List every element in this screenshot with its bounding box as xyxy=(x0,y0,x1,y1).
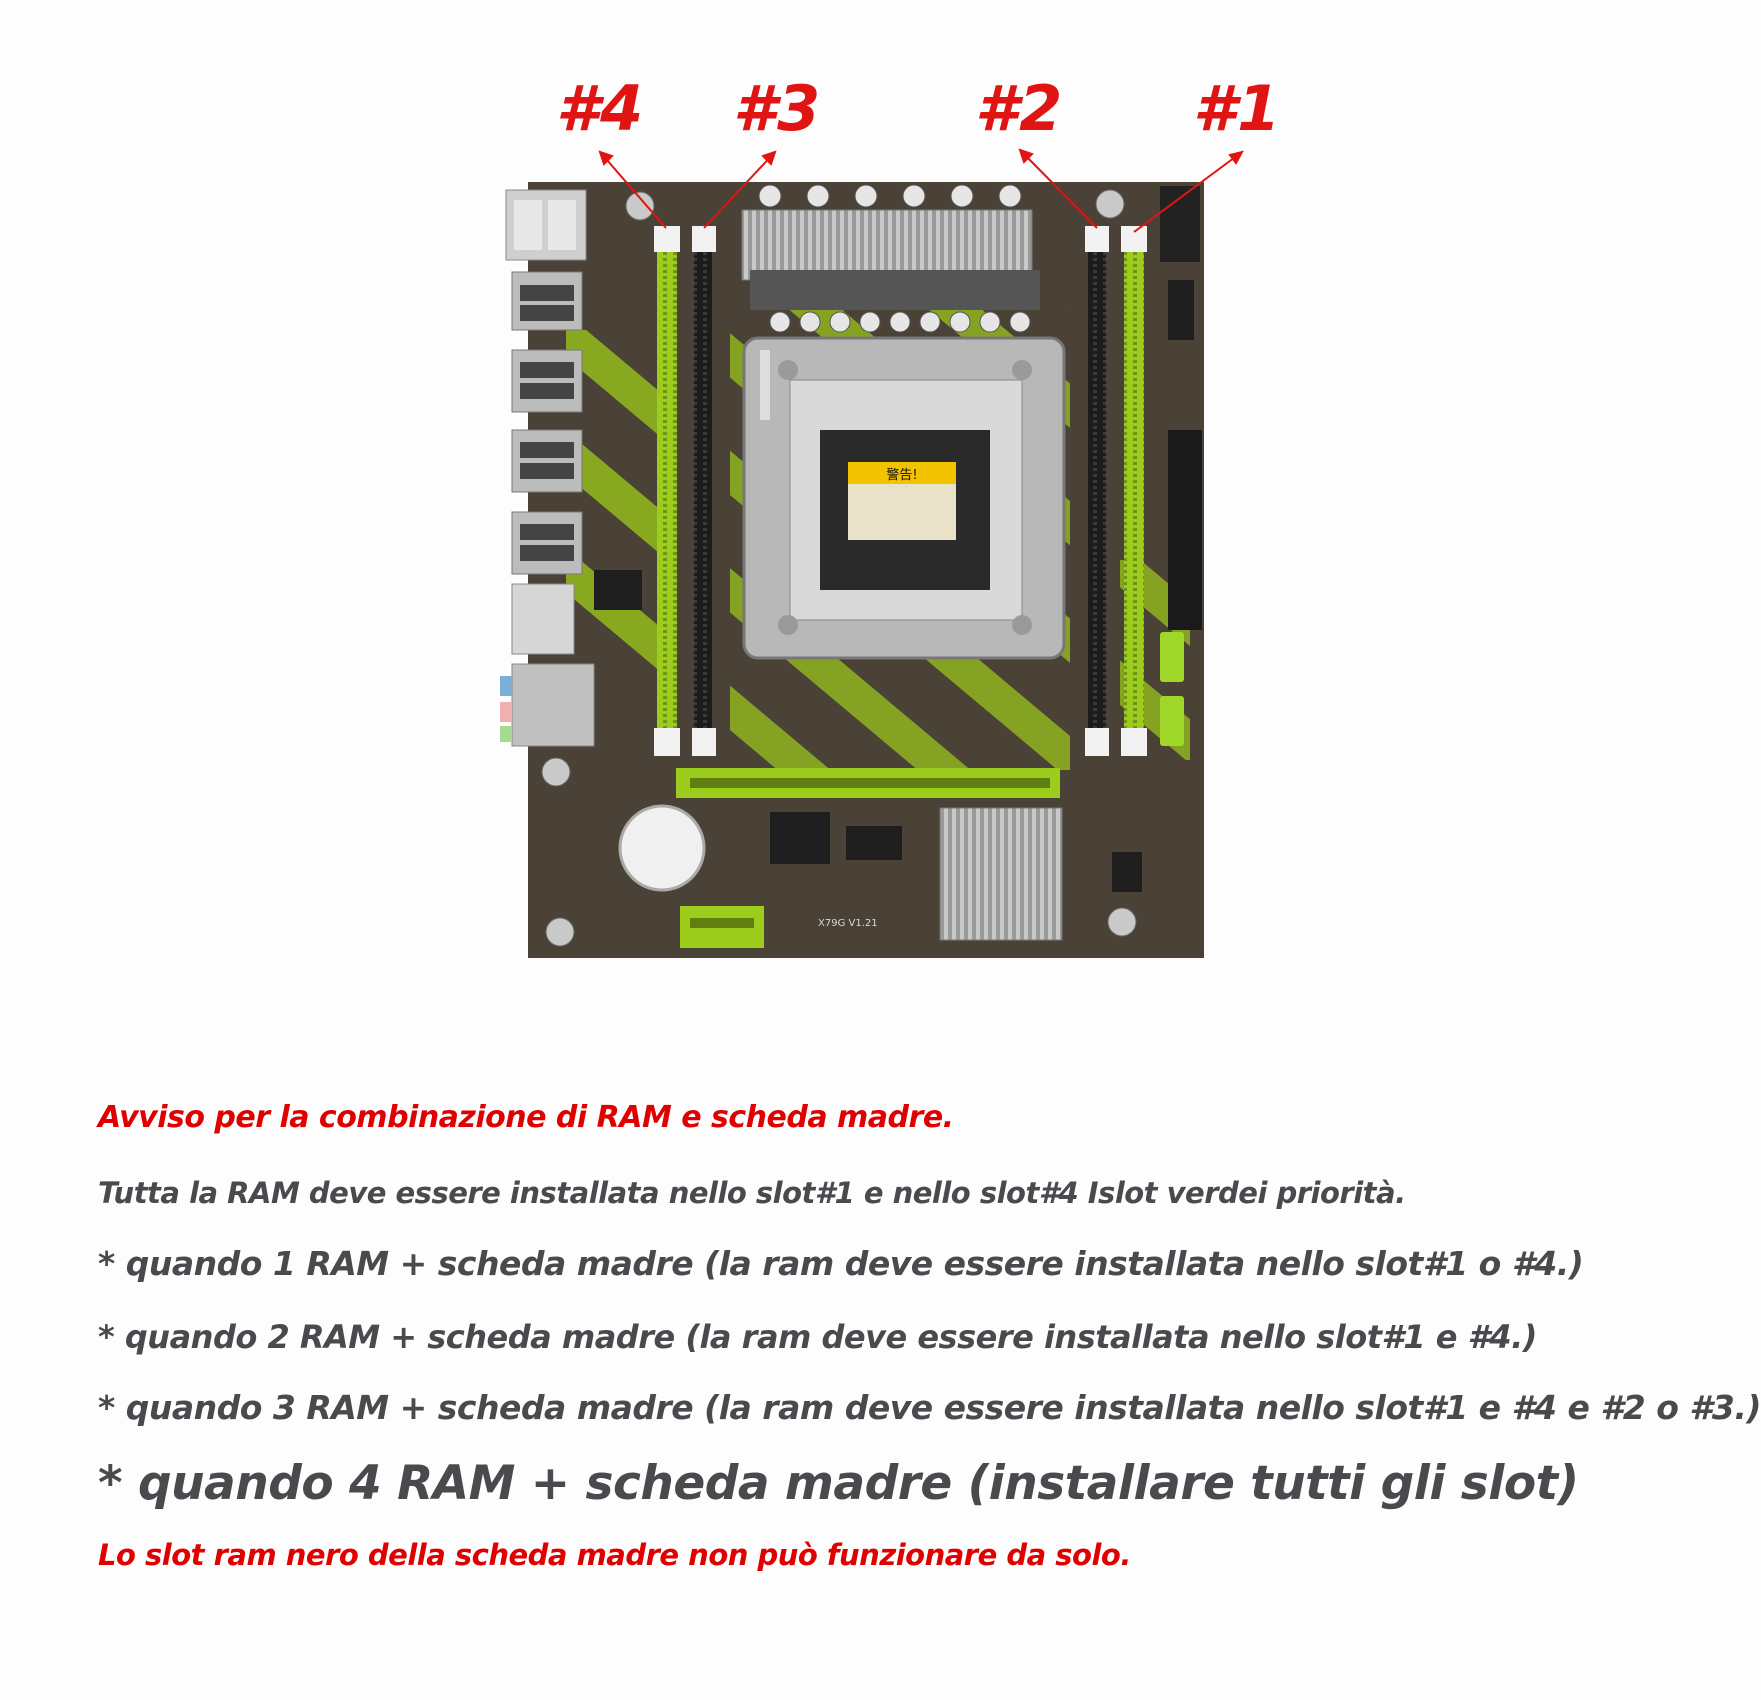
rule-2-ram: * quando 2 RAM + scheda madre (la ram de… xyxy=(98,1318,1537,1356)
chipset-heatsink xyxy=(939,807,1063,941)
motherboard-diagram: 警告! xyxy=(500,72,1282,958)
arrow-3 xyxy=(703,151,776,229)
arrowhead-1 xyxy=(1228,150,1244,165)
small-chips xyxy=(594,280,1194,892)
arrowhead-2 xyxy=(1018,148,1034,164)
slot-label-2: #2 xyxy=(975,72,1064,145)
slot-label-1: #1 xyxy=(1193,72,1282,145)
capacitors xyxy=(758,184,1031,333)
rule-4-ram: * quando 4 RAM + scheda madre (installar… xyxy=(98,1456,1579,1511)
arrow-2 xyxy=(1019,149,1098,229)
dimm-slot-4 xyxy=(654,226,680,756)
notice-warning: Lo slot ram nero della scheda madre non … xyxy=(98,1538,1131,1572)
slot-label-3: #3 xyxy=(733,72,822,145)
slot-label-4: #4 xyxy=(556,72,645,145)
arrow-4 xyxy=(599,151,667,229)
arrowhead-3 xyxy=(761,150,777,166)
slot-arrows xyxy=(598,148,1244,233)
pcie-x1-slot xyxy=(680,906,764,948)
arrow-1 xyxy=(1133,151,1243,233)
mount-holes xyxy=(541,189,1137,947)
motherboard-image: 警告! xyxy=(500,148,1244,958)
io-panel xyxy=(500,189,595,747)
power-connector xyxy=(1160,186,1202,630)
cpu-socket: 警告! xyxy=(742,336,1066,660)
sata-ports xyxy=(1160,632,1184,746)
board-marking: X79G V1.21 xyxy=(818,918,878,929)
arrowhead-4 xyxy=(598,150,614,166)
cmos-battery xyxy=(618,804,706,892)
vrm-heatsink xyxy=(741,209,1040,310)
dimm-slot-1 xyxy=(1121,226,1147,756)
notice-intro: Tutta la RAM deve essere installata nell… xyxy=(98,1176,1406,1210)
rule-1-ram: * quando 1 RAM + scheda madre (la ram de… xyxy=(98,1244,1584,1283)
rule-3-ram: * quando 3 RAM + scheda madre (la ram de… xyxy=(98,1388,1761,1427)
dimm-slot-2 xyxy=(1085,226,1109,756)
notice-title: Avviso per la combinazione di RAM e sche… xyxy=(98,1100,954,1135)
dimm-slot-3 xyxy=(692,226,716,756)
sticker-text: 警告! xyxy=(886,467,917,483)
pcie-x16-slot xyxy=(676,768,1060,798)
